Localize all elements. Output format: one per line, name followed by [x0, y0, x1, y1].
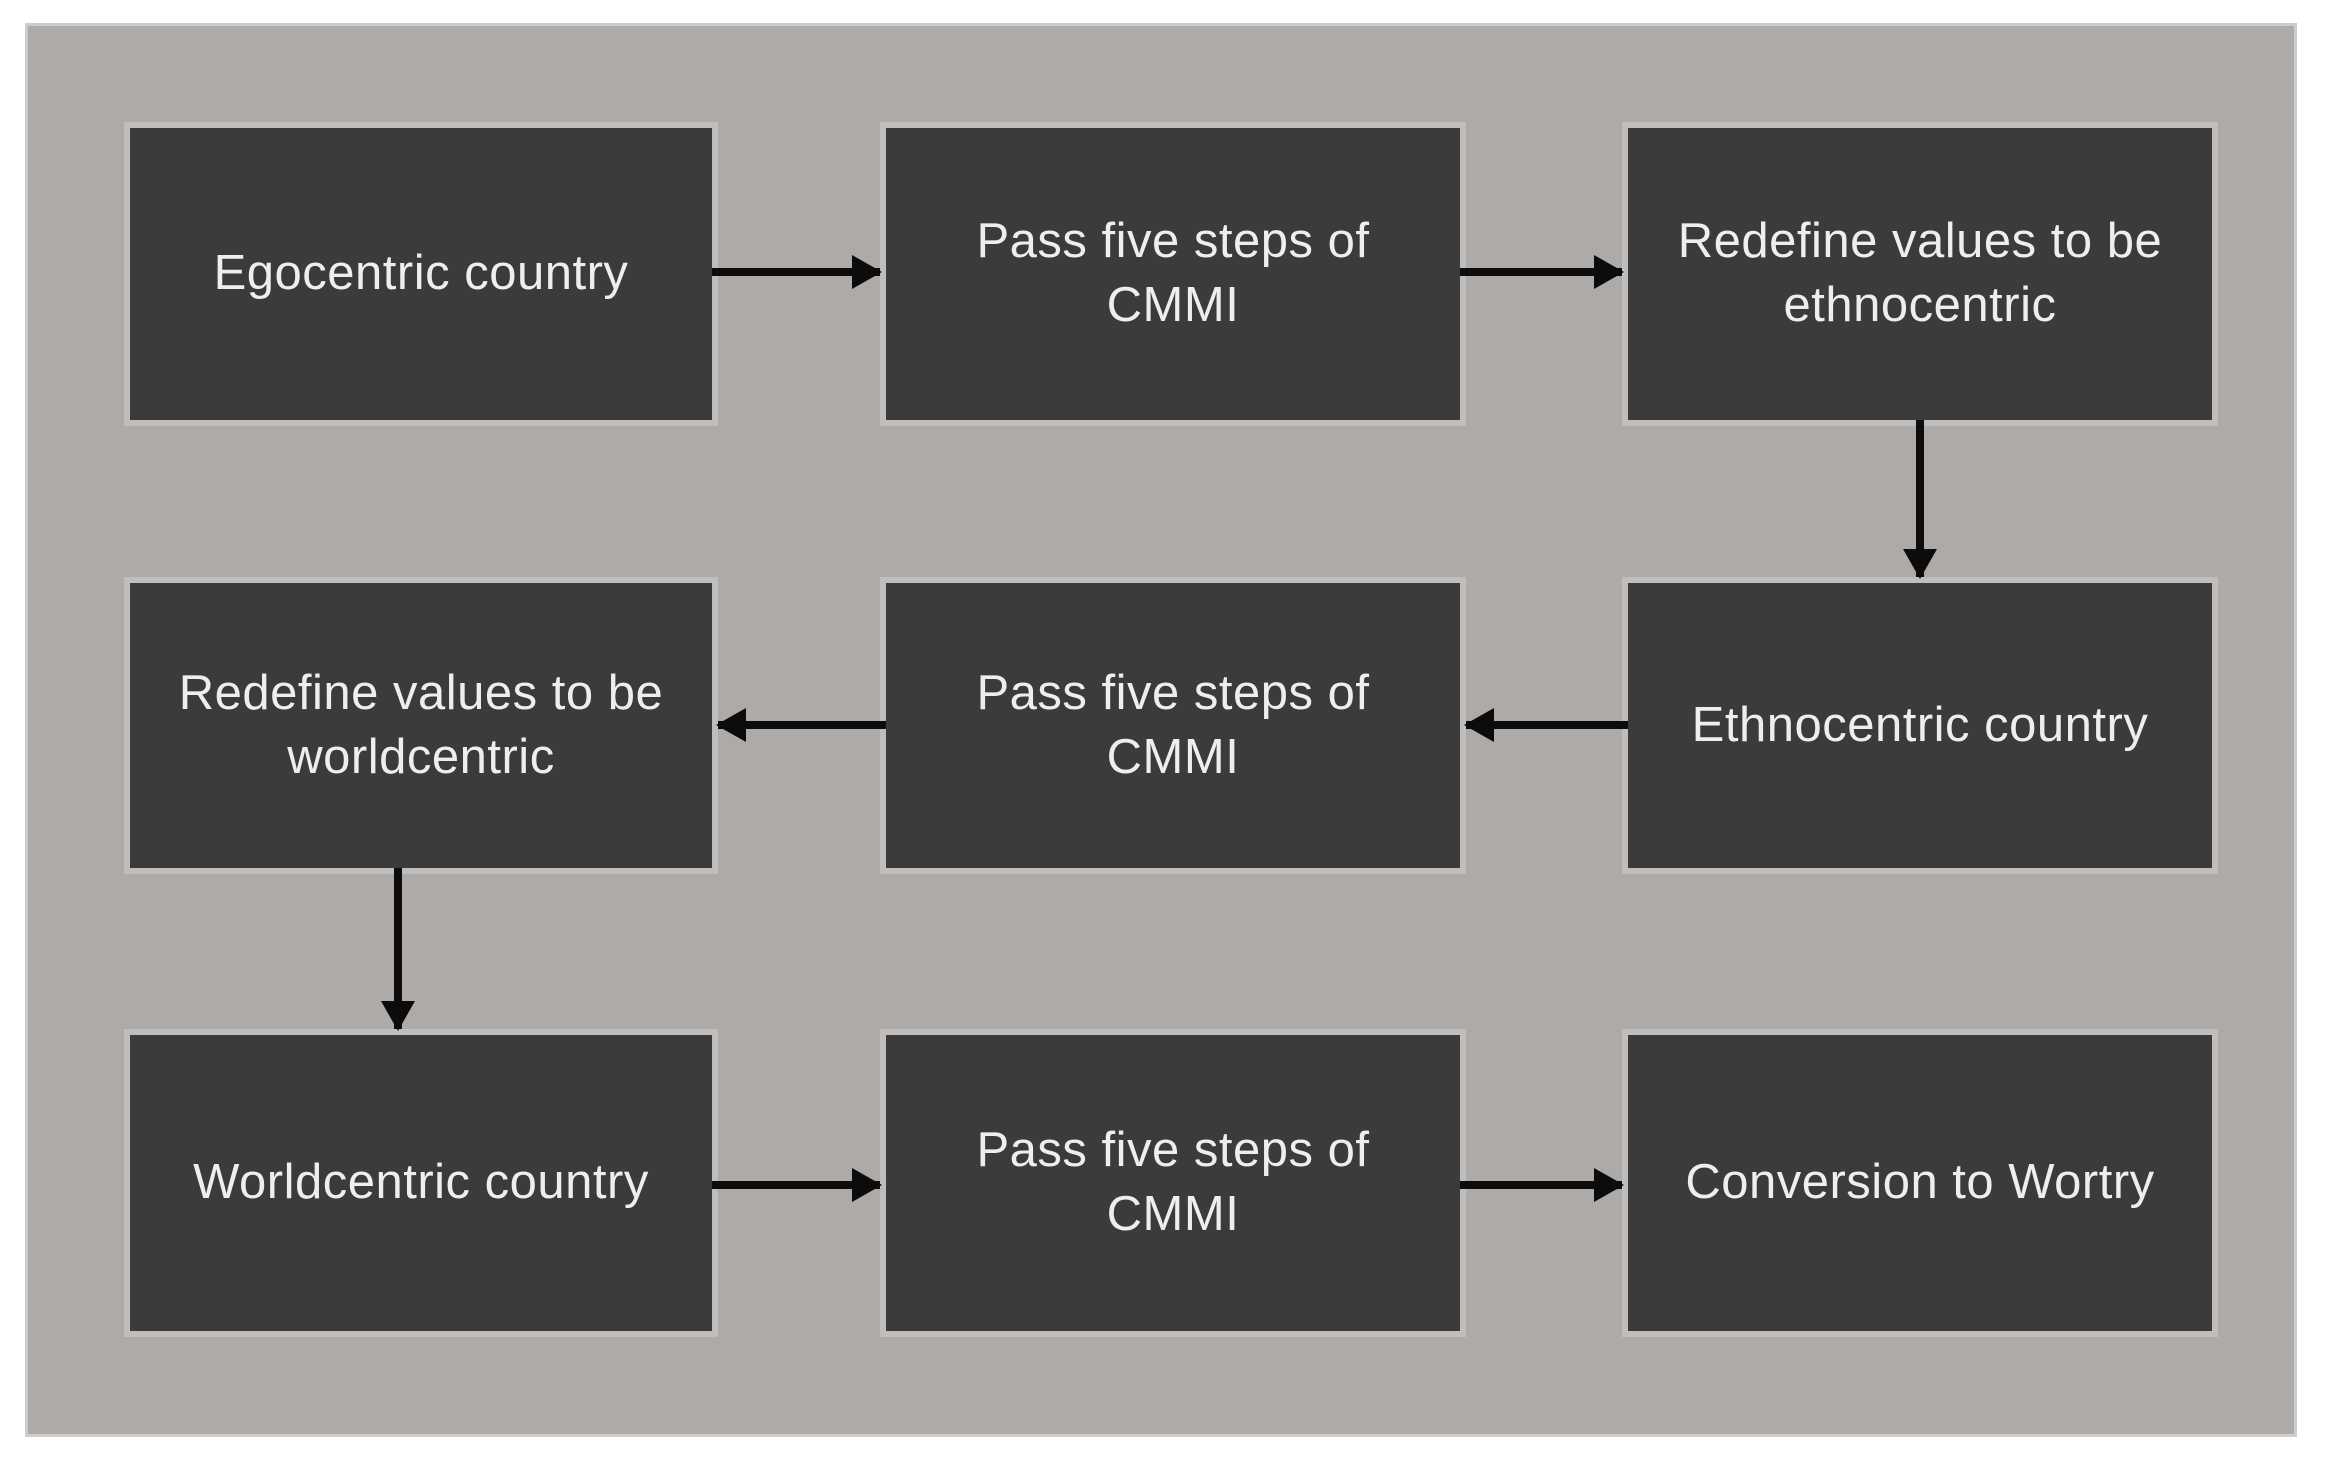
node-label: Pass five steps of CMMI: [976, 1123, 1370, 1241]
node-label: Pass five steps of CMMI: [976, 214, 1370, 332]
node-ethnocentric-country: Ethnocentric country: [1628, 583, 2212, 868]
node-label: Redefine values to be ethnocentric: [1677, 214, 2163, 332]
node-label: Conversion to Wortry: [1685, 1155, 2155, 1210]
node-label: Ethnocentric country: [1691, 697, 2149, 752]
node-redefine-values-ethnocentric: Redefine values to be ethnocentric: [1628, 128, 2212, 420]
node-pass-five-steps-cmmi-1: Pass five steps of CMMI: [886, 128, 1460, 420]
node-conversion-to-wortry: Conversion to Wortry: [1628, 1035, 2212, 1331]
node-worldcentric-country: Worldcentric country: [130, 1035, 712, 1331]
node-egocentric-country: Egocentric country: [130, 128, 712, 420]
node-label: Egocentric country: [213, 246, 629, 301]
node-label: Redefine values to be worldcentric: [178, 665, 664, 784]
node-label: Worldcentric country: [193, 1155, 649, 1210]
node-pass-five-steps-cmmi-3: Pass five steps of CMMI: [886, 1035, 1460, 1331]
node-pass-five-steps-cmmi-2: Pass five steps of CMMI: [886, 583, 1460, 868]
node-redefine-values-worldcentric: Redefine values to be worldcentric: [130, 583, 712, 868]
node-label: Pass five steps of CMMI: [976, 665, 1370, 784]
